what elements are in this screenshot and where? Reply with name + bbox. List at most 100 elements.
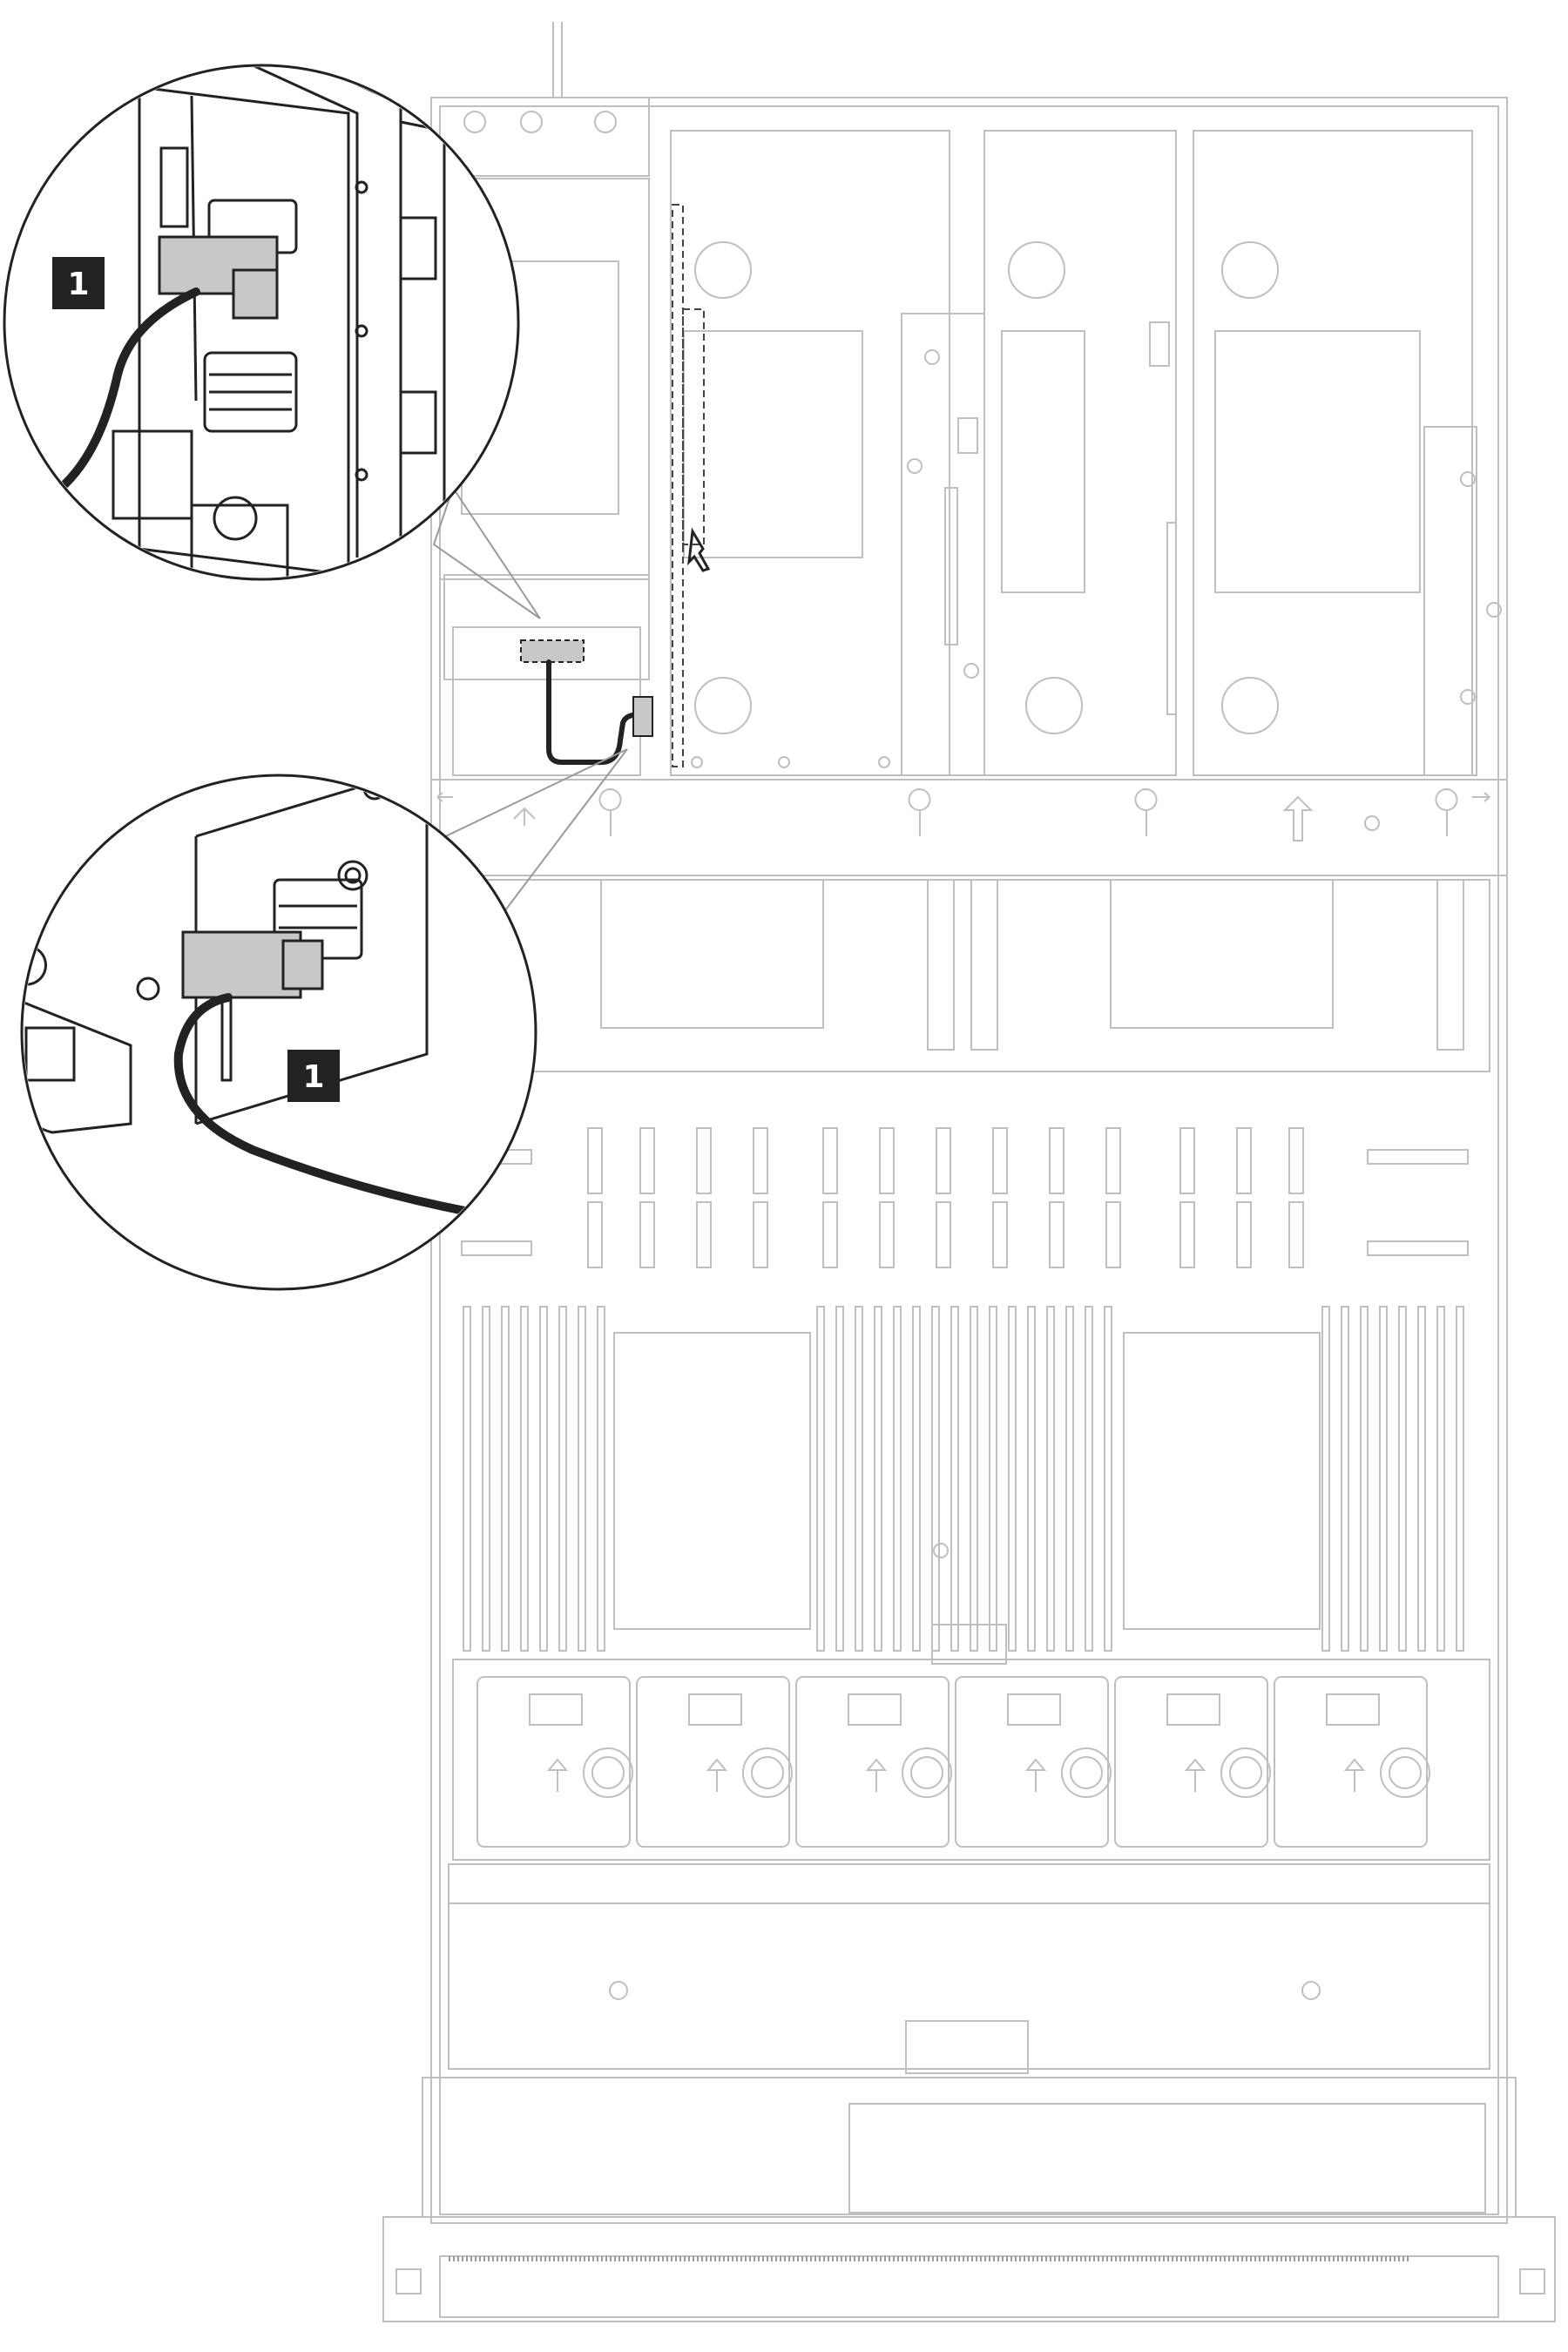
- server-chassis: [430, 22, 1508, 2224]
- pcie-slot: [1105, 1201, 1121, 1268]
- fan-label: [529, 1693, 583, 1726]
- side-connector: [461, 1240, 532, 1256]
- pcie-slot: [696, 1127, 712, 1194]
- pcie-slot: [992, 1127, 1008, 1194]
- dimm-slot: [835, 1306, 844, 1652]
- dimm-slot: [874, 1306, 882, 1652]
- fan-handle: [583, 1747, 633, 1798]
- fan-icon: [1184, 1758, 1206, 1792]
- dimm-slot: [482, 1306, 490, 1652]
- fan-handle: [1380, 1747, 1430, 1798]
- source-connector: [520, 639, 585, 663]
- dimm-slot: [989, 1306, 997, 1652]
- pcie-slot: [753, 1127, 768, 1194]
- fan-module: [1274, 1676, 1428, 1848]
- fan-module: [955, 1676, 1109, 1848]
- dimm-slot: [855, 1306, 863, 1652]
- pcie-slot: [1236, 1127, 1252, 1194]
- pcie-slot: [1288, 1127, 1304, 1194]
- dimm-slot: [1456, 1306, 1464, 1652]
- fan-cage: [452, 1624, 1490, 1861]
- fan-icon: [1024, 1758, 1047, 1792]
- dimm-slot: [1321, 1306, 1330, 1652]
- fan-handle-inner: [1070, 1756, 1103, 1789]
- dimm-slot: [558, 1306, 567, 1652]
- callout-badge-top: [52, 257, 105, 309]
- routed-cable-main: [520, 639, 653, 765]
- pcie-slot: [587, 1127, 603, 1194]
- pcie-slot: [1049, 1201, 1064, 1268]
- fan-handle: [1220, 1747, 1271, 1798]
- pcie-slot: [753, 1201, 768, 1268]
- pcie-slot: [1179, 1201, 1195, 1268]
- fan-handle: [902, 1747, 952, 1798]
- fan-module: [636, 1676, 790, 1848]
- fan-icon: [1343, 1758, 1366, 1792]
- dimm-slot: [520, 1306, 529, 1652]
- dimm-slot: [1104, 1306, 1112, 1652]
- zoom-detail-bottom: 1: [20, 748, 628, 1291]
- dimm-slot: [1008, 1306, 1017, 1652]
- dimm-slot: [816, 1306, 825, 1652]
- fan-label: [1166, 1693, 1220, 1726]
- target-connector: [632, 696, 653, 737]
- fan-label: [1326, 1693, 1380, 1726]
- fan-module: [795, 1676, 950, 1848]
- pcie-slot: [1236, 1201, 1252, 1268]
- fan-handle-inner: [751, 1756, 784, 1789]
- fan-handle-inner: [910, 1756, 943, 1789]
- dimm-slot: [893, 1306, 902, 1652]
- pcie-slot: [1179, 1127, 1195, 1194]
- fan-handle: [742, 1747, 793, 1798]
- pcie-slot: [936, 1127, 951, 1194]
- dimm-slot: [1046, 1306, 1055, 1652]
- pcie-slot: [696, 1201, 712, 1268]
- pcie-slot: [587, 1201, 603, 1268]
- callout-1-bottom-label: 1: [302, 1059, 324, 1095]
- dimm-banks: [463, 1306, 1464, 1652]
- dimm-slot: [597, 1306, 605, 1652]
- dimm-slot: [1398, 1306, 1407, 1652]
- callout-badge-bottom: [287, 1050, 340, 1102]
- pcie-slot: [822, 1127, 838, 1194]
- dimm-slot: [1436, 1306, 1445, 1652]
- dimm-slot: [931, 1306, 940, 1652]
- dimm-slot: [950, 1306, 959, 1652]
- fan-icon: [865, 1758, 888, 1792]
- connector-housing-bottom: [181, 930, 302, 999]
- fan-icon: [706, 1758, 728, 1792]
- callout-1-top-label: 1: [67, 267, 89, 302]
- dimm-slot: [1085, 1306, 1093, 1652]
- zoom-detail-top: 1: [3, 64, 541, 619]
- airflow-arrow-icon: [513, 807, 536, 826]
- side-connector: [1367, 1240, 1469, 1256]
- fan-module: [1114, 1676, 1268, 1848]
- processor-sockets: [613, 1332, 1321, 1630]
- dimm-slot: [970, 1306, 978, 1652]
- pcie-slot: [879, 1127, 895, 1194]
- pcie-slot: [639, 1201, 655, 1268]
- fan-handle-inner: [1389, 1756, 1422, 1789]
- fan-handle: [1061, 1747, 1112, 1798]
- pcie-slot: [936, 1201, 951, 1268]
- dimm-slot: [463, 1306, 471, 1652]
- pcie-slot: [879, 1201, 895, 1268]
- fan-label: [1007, 1693, 1061, 1726]
- fan-icon: [546, 1758, 569, 1792]
- pcie-slot: [639, 1127, 655, 1194]
- dimm-slot: [1360, 1306, 1369, 1652]
- pcie-slot: [992, 1201, 1008, 1268]
- front-drive-area: [382, 1863, 1556, 2322]
- dimm-slot: [1341, 1306, 1349, 1652]
- dimm-slot: [1417, 1306, 1426, 1652]
- riser-cage-1: [670, 130, 950, 776]
- dimm-slot: [1379, 1306, 1388, 1652]
- riser-cage-2: [901, 130, 1177, 776]
- processor-area: [452, 879, 1490, 1072]
- pcie-slot: [1288, 1201, 1304, 1268]
- dimm-slot: [912, 1306, 921, 1652]
- pcie-slot: [1049, 1127, 1064, 1194]
- riser-cage-3: [1149, 130, 1502, 776]
- fan-handle-inner: [1229, 1756, 1262, 1789]
